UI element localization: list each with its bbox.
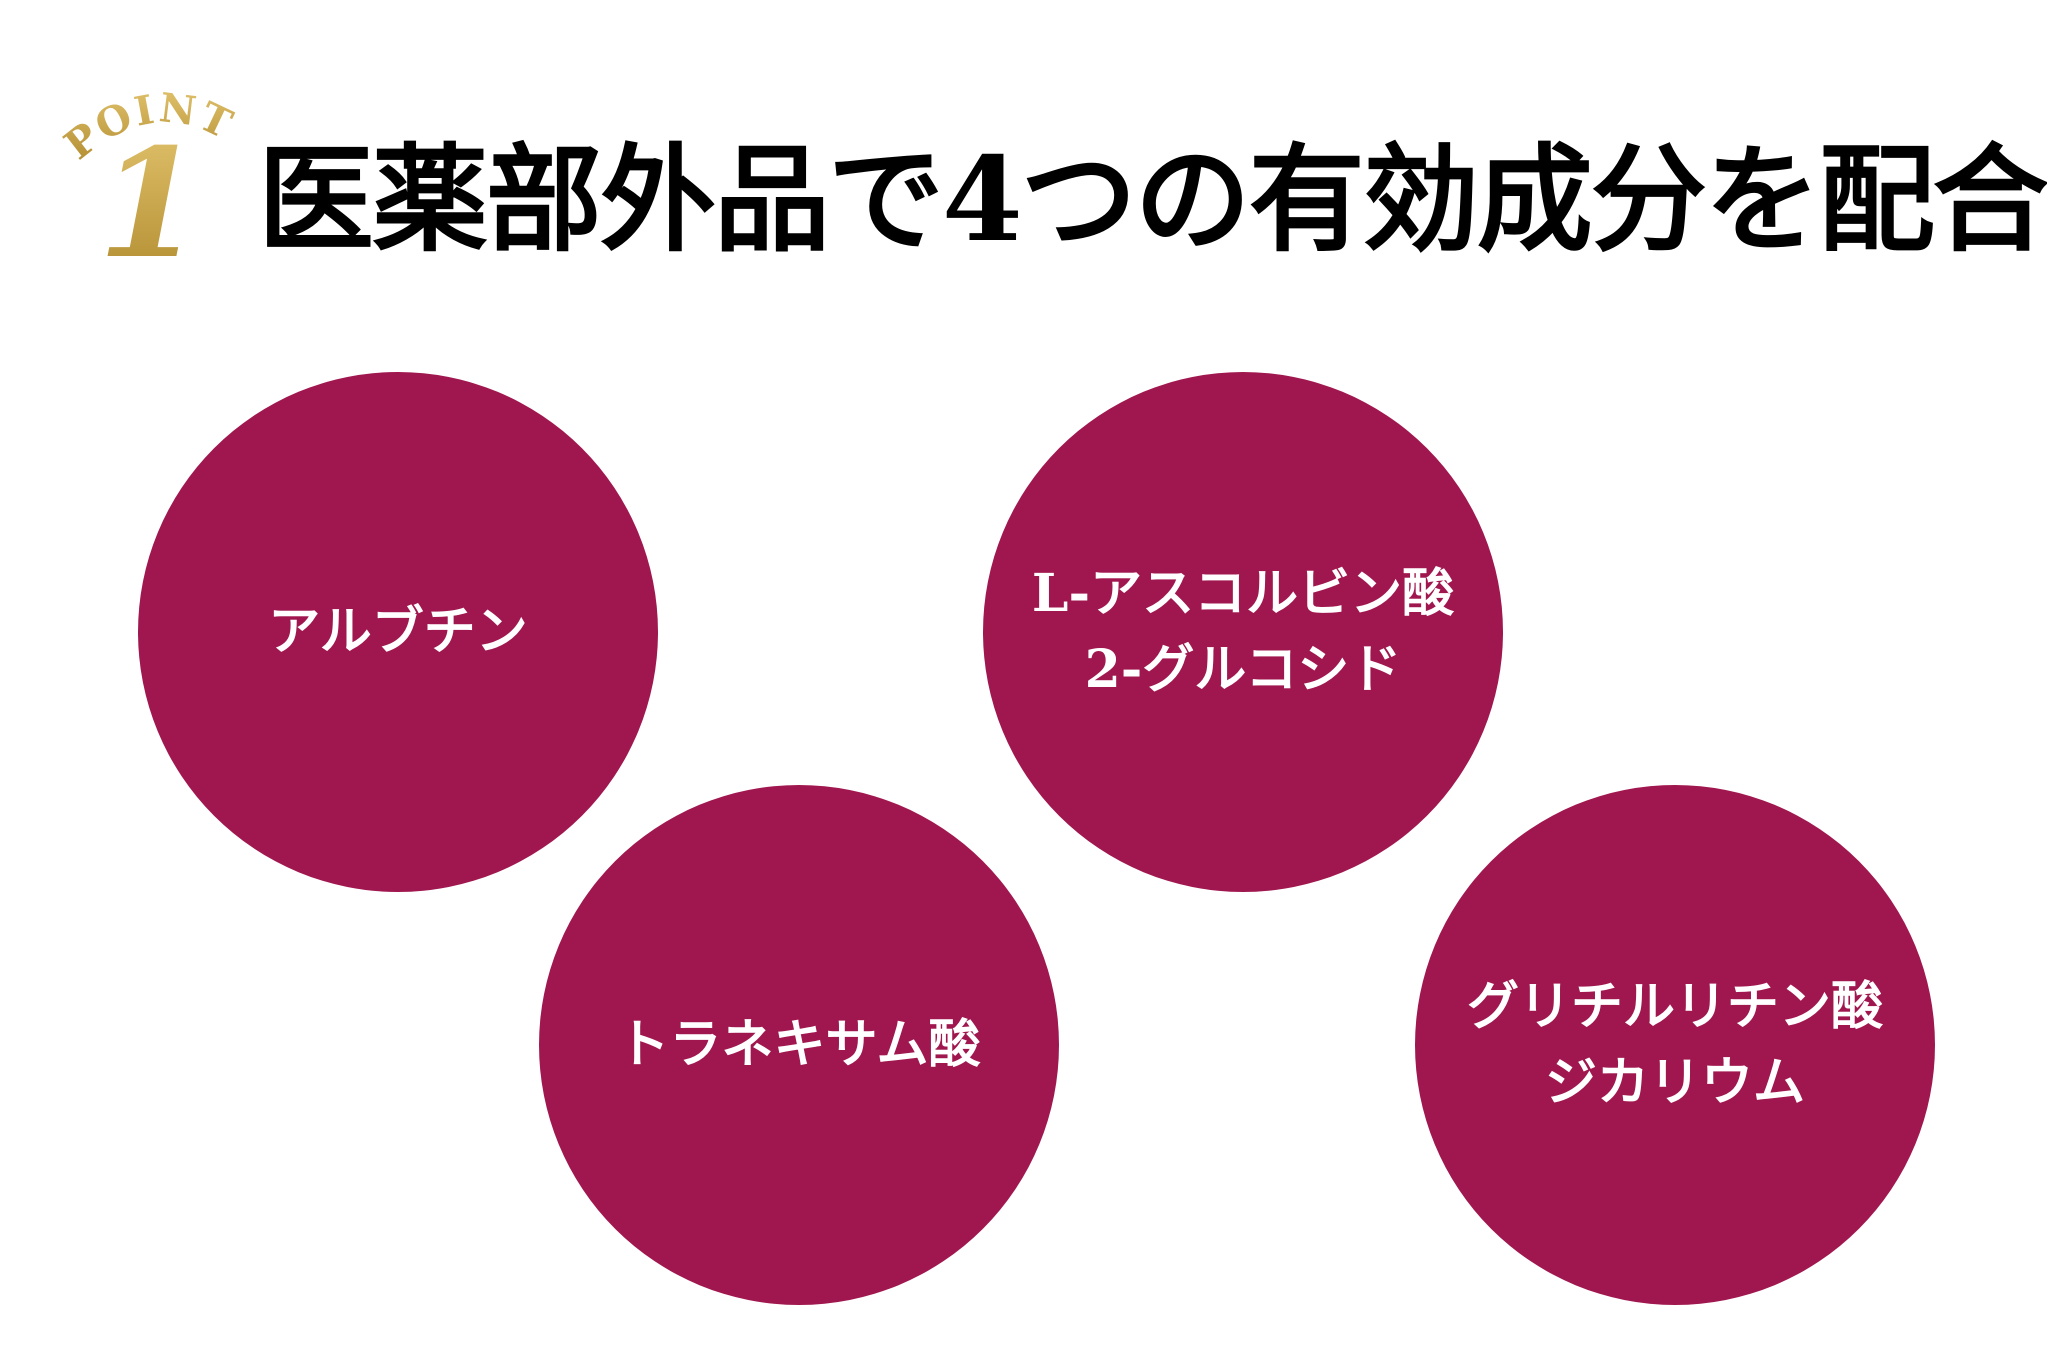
page-title: 医薬部外品で4つの有効成分を配合 — [258, 132, 2047, 268]
point-badge-graphic: POINT 1 — [56, 84, 239, 270]
ingredient-label-line: アルブチン — [268, 601, 528, 662]
ingredient-circle-ascorbic-glucoside: L-アスコルビン酸 2-グルコシド — [983, 372, 1503, 892]
ingredient-label: グリチルリチン酸 ジカリウム — [1467, 969, 1883, 1121]
ingredient-label-line: ジカリウム — [1544, 1052, 1805, 1113]
ingredient-circle-dipotassium-glycyrrhizate: グリチルリチン酸 ジカリウム — [1415, 785, 1935, 1305]
ingredient-label: トラネキサム酸 — [618, 1007, 981, 1083]
ingredient-label-line: L-アスコルビン酸 — [1031, 563, 1455, 624]
ingredient-label-line: トラネキサム酸 — [617, 1014, 981, 1075]
ingredient-label: アルブチン — [268, 594, 527, 670]
point-number: 1 — [98, 116, 202, 270]
ingredient-circle-arbutin: アルブチン — [138, 372, 658, 892]
ingredient-label: L-アスコルビン酸 2-グルコシド — [1032, 556, 1454, 708]
page: POINT 1 医薬部外品で4つの有効成分を配合 アルブチン L-アスコルビン酸… — [40, 60, 2047, 1305]
point-badge: POINT 1 — [40, 60, 270, 270]
ingredient-circle-tranexamic-acid: トラネキサム酸 — [539, 785, 1059, 1305]
ingredient-label-line: グリチルリチン酸 — [1466, 976, 1883, 1037]
ingredient-label-line: 2-グルコシド — [1084, 639, 1402, 700]
